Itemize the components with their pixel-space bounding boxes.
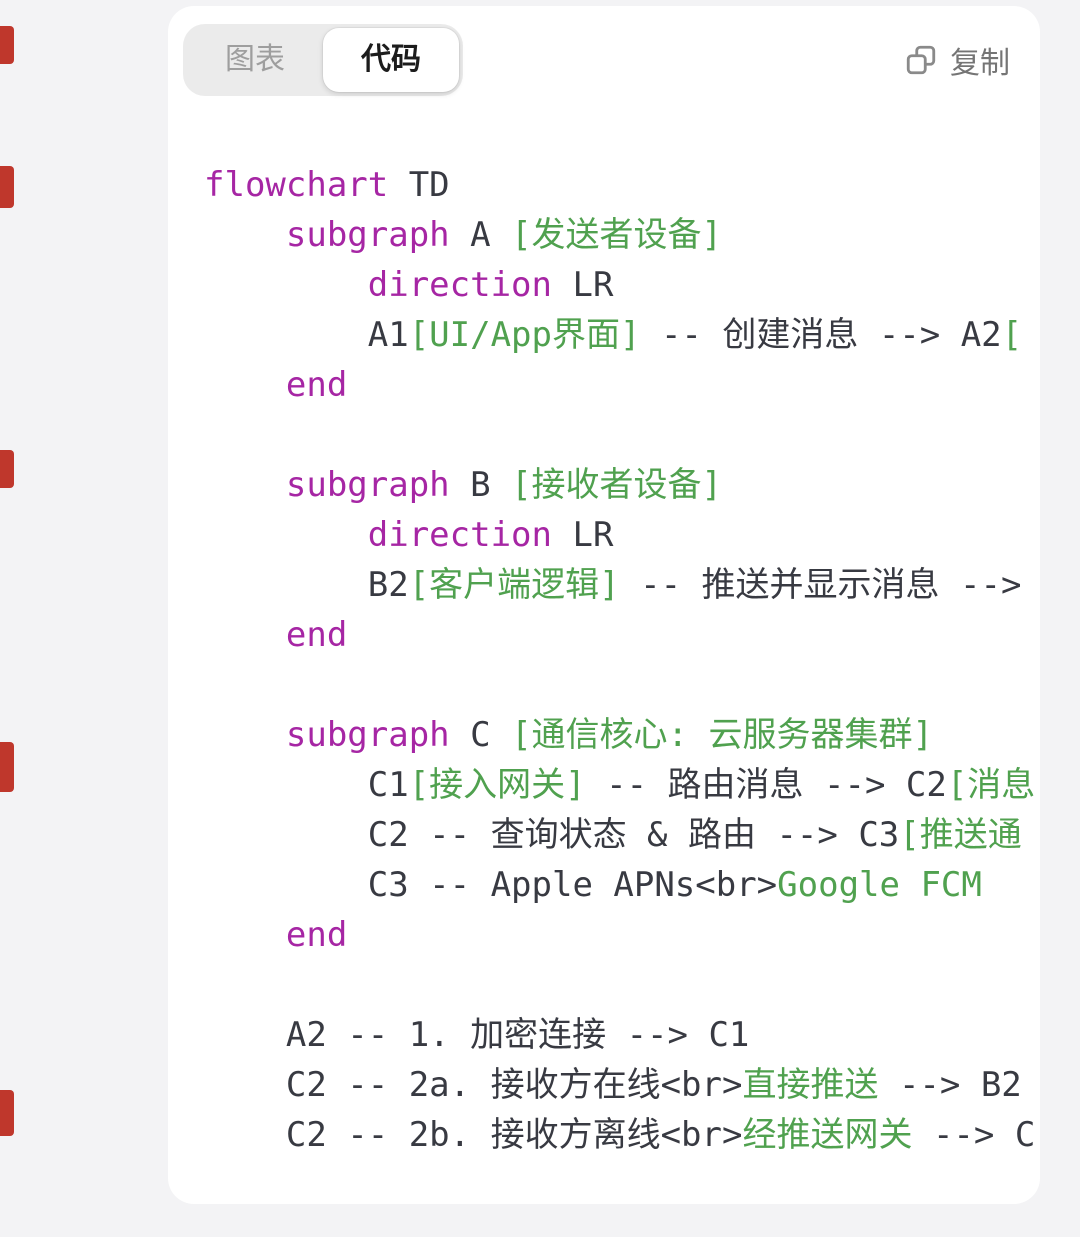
code-token-pl <box>204 265 368 305</box>
code-token-pl: -- 创建消息 --> A2 <box>640 315 1002 355</box>
code-line: B2[客户端逻辑] -- 推送并显示消息 --> <box>204 560 1040 610</box>
code-token-pl: C1 <box>204 765 409 805</box>
copy-button[interactable]: 复制 <box>904 38 1010 82</box>
background-red-fragment <box>0 166 14 208</box>
code-token-pl: C2 -- 2a. 接收方在线<br> <box>204 1065 743 1105</box>
code-token-kw: end <box>285 915 348 955</box>
code-token-str: [客户端逻辑] <box>408 565 620 605</box>
code-token-str: [ <box>1001 315 1023 355</box>
code-card: 图表 代码 复制 flowchart TD subgraph A [发送者设备]… <box>168 6 1040 1204</box>
copy-button-label: 复制 <box>950 47 1010 80</box>
code-token-pl: LR <box>552 265 614 305</box>
tab-code-view[interactable]: 代码 <box>323 28 459 92</box>
code-token-pl: C2 -- 2b. 接收方离线<br> <box>204 1115 743 1155</box>
code-line: C3 -- Apple APNs<br>Google FCM <box>204 860 1040 910</box>
code-line: direction LR <box>204 260 1040 310</box>
code-line: A1[UI/App界面] -- 创建消息 --> A2[ <box>204 310 1040 360</box>
code-token-pl: B <box>449 465 512 505</box>
code-token-pl: TD <box>388 165 450 205</box>
code-token-pl: A <box>449 215 512 255</box>
code-token-str: [接收者设备] <box>511 465 723 505</box>
code-line: C2 -- 2a. 接收方在线<br>直接推送 --> B2 <box>204 1060 1040 1110</box>
code-token-kw: subgraph <box>285 215 450 255</box>
code-line: end <box>204 910 1040 960</box>
code-token-pl <box>204 465 286 505</box>
code-token-pl: C <box>449 715 512 755</box>
code-token-pl <box>204 215 286 255</box>
background-red-fragment <box>0 26 14 64</box>
code-line <box>204 410 1040 460</box>
copy-icon <box>906 45 936 75</box>
code-token-pl <box>204 715 286 755</box>
card-header: 图表 代码 复制 <box>168 6 1040 96</box>
code-token-kw: subgraph <box>285 715 450 755</box>
background-red-fragment <box>0 450 14 488</box>
code-token-kw: end <box>285 365 348 405</box>
code-token-pl <box>204 915 286 955</box>
code-line: C2 -- 查询状态 & 路由 --> C3[推送通 <box>204 810 1040 860</box>
code-line: subgraph A [发送者设备] <box>204 210 1040 260</box>
code-line <box>204 660 1040 710</box>
code-line: A2 -- 1. 加密连接 --> C1 <box>204 1010 1040 1060</box>
background-red-fragment <box>0 1090 14 1136</box>
code-line: subgraph C [通信核心: 云服务器集群] <box>204 710 1040 760</box>
code-token-str: [推送通 <box>899 815 1022 855</box>
code-block: flowchart TD subgraph A [发送者设备] directio… <box>204 160 1040 1160</box>
code-line: flowchart TD <box>204 160 1040 210</box>
code-line: end <box>204 360 1040 410</box>
code-token-pl: C2 -- 查询状态 & 路由 --> C3 <box>204 815 900 855</box>
code-token-str: 经推送网关 <box>742 1115 913 1155</box>
code-token-kw: subgraph <box>285 465 450 505</box>
code-line: C1[接入网关] -- 路由消息 --> C2[消息 <box>204 760 1040 810</box>
code-line: end <box>204 610 1040 660</box>
code-token-str: [消息 <box>946 765 1036 805</box>
code-token-str: [发送者设备] <box>511 215 723 255</box>
code-token-kw: end <box>285 615 348 655</box>
code-token-pl: --> C <box>912 1115 1036 1155</box>
code-token-str: [UI/App界面] <box>408 315 641 355</box>
code-token-str: 直接推送 <box>742 1065 879 1105</box>
tab-chart-view[interactable]: 图表 <box>187 28 323 92</box>
code-token-pl: LR <box>552 515 614 555</box>
code-line: C2 -- 2b. 接收方离线<br>经推送网关 --> C <box>204 1110 1040 1160</box>
code-token-pl: -- 路由消息 --> C2 <box>585 765 947 805</box>
code-token-pl <box>204 365 286 405</box>
code-token-pl: -- 推送并显示消息 --> <box>619 565 1022 605</box>
code-token-kw: direction <box>367 515 552 555</box>
background-red-fragment <box>0 742 14 792</box>
code-token-pl: C3 -- Apple APNs<br> <box>204 865 778 905</box>
code-token-pl: A2 -- 1. 加密连接 --> C1 <box>204 1015 750 1055</box>
code-line: subgraph B [接收者设备] <box>204 460 1040 510</box>
code-token-pl <box>204 615 286 655</box>
code-token-str: [通信核心: 云服务器集群] <box>511 715 933 755</box>
view-tab-group: 图表 代码 <box>183 24 463 96</box>
code-token-str: [接入网关] <box>408 765 586 805</box>
code-token-str: Google FCM <box>777 865 982 905</box>
code-token-kw: direction <box>367 265 552 305</box>
code-token-pl <box>204 515 368 555</box>
code-token-pl: B2 <box>204 565 409 605</box>
code-token-pl: --> B2 <box>878 1065 1022 1105</box>
code-token-kw: flowchart <box>204 165 389 205</box>
code-line: direction LR <box>204 510 1040 560</box>
code-line <box>204 960 1040 1010</box>
code-token-pl: A1 <box>204 315 409 355</box>
